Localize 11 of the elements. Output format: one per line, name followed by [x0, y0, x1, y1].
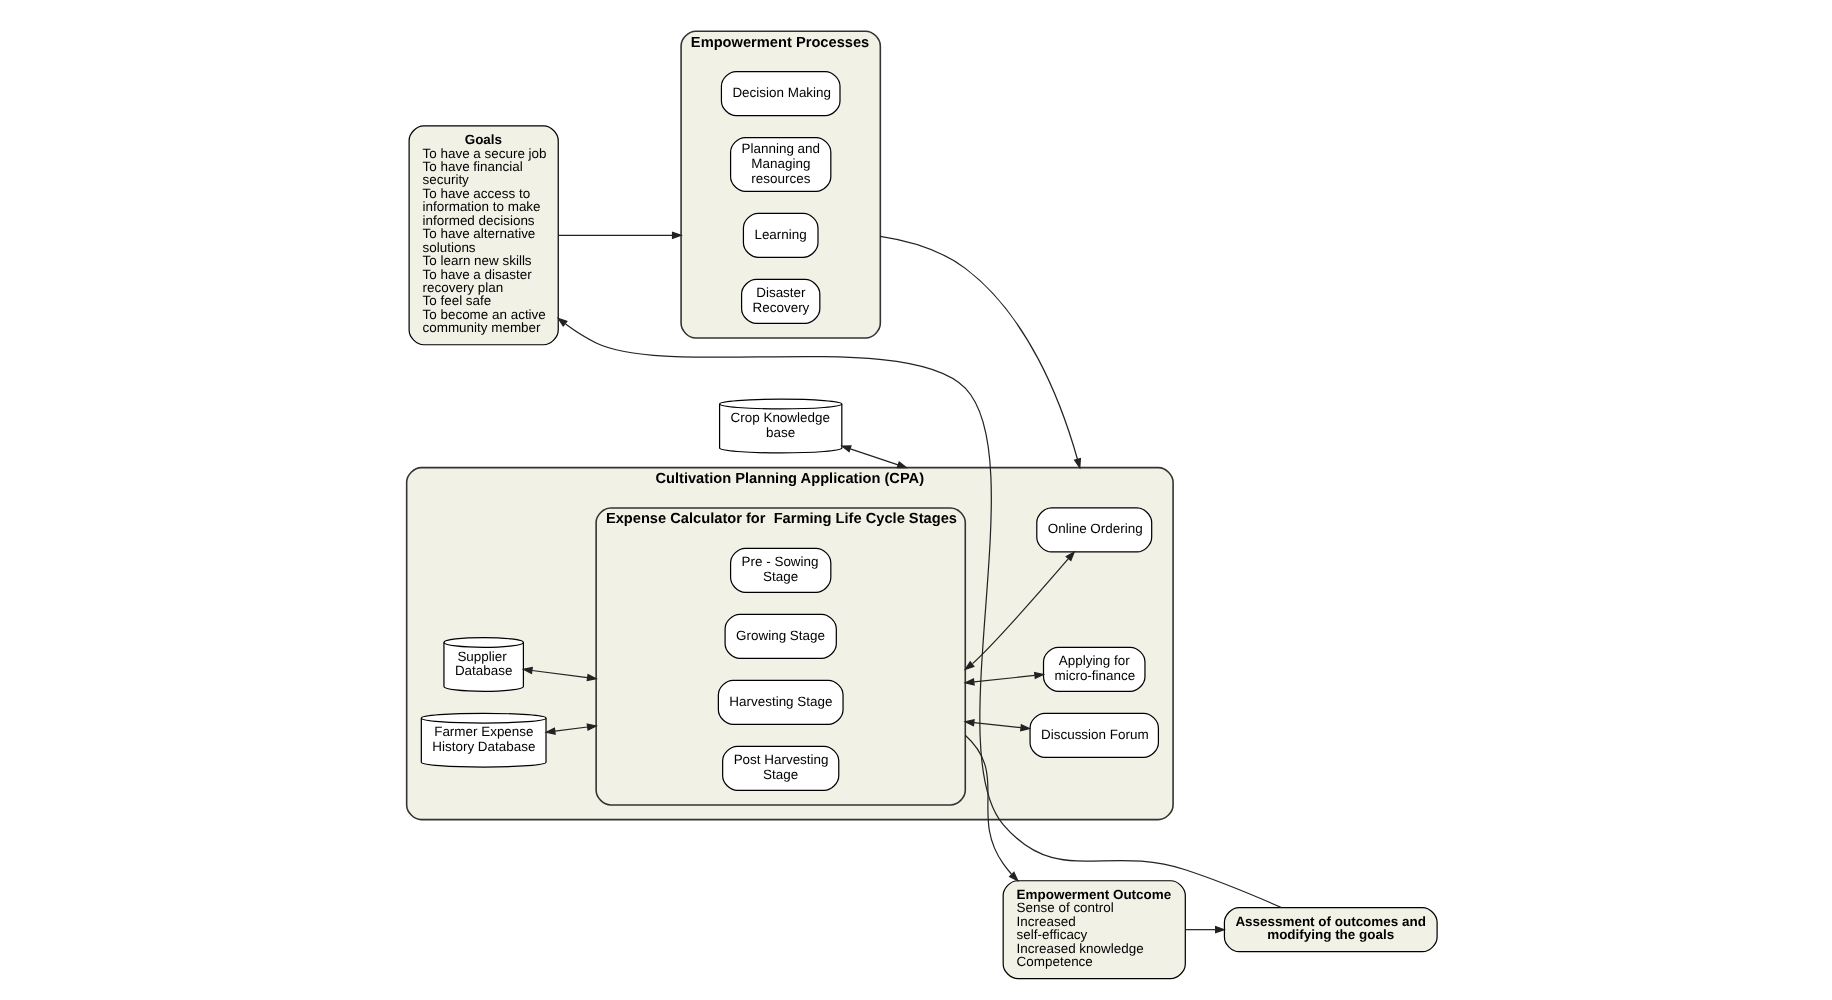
arrow	[963, 734, 1018, 883]
arrow	[556, 231, 682, 240]
arrow	[962, 718, 1031, 732]
arrow	[878, 235, 1081, 470]
arrow	[962, 550, 1075, 671]
arrow	[962, 671, 1045, 686]
arrow	[520, 666, 597, 682]
arrow	[1184, 925, 1226, 934]
arrow	[555, 317, 1282, 909]
arrow	[839, 445, 908, 469]
arrow	[543, 723, 597, 735]
